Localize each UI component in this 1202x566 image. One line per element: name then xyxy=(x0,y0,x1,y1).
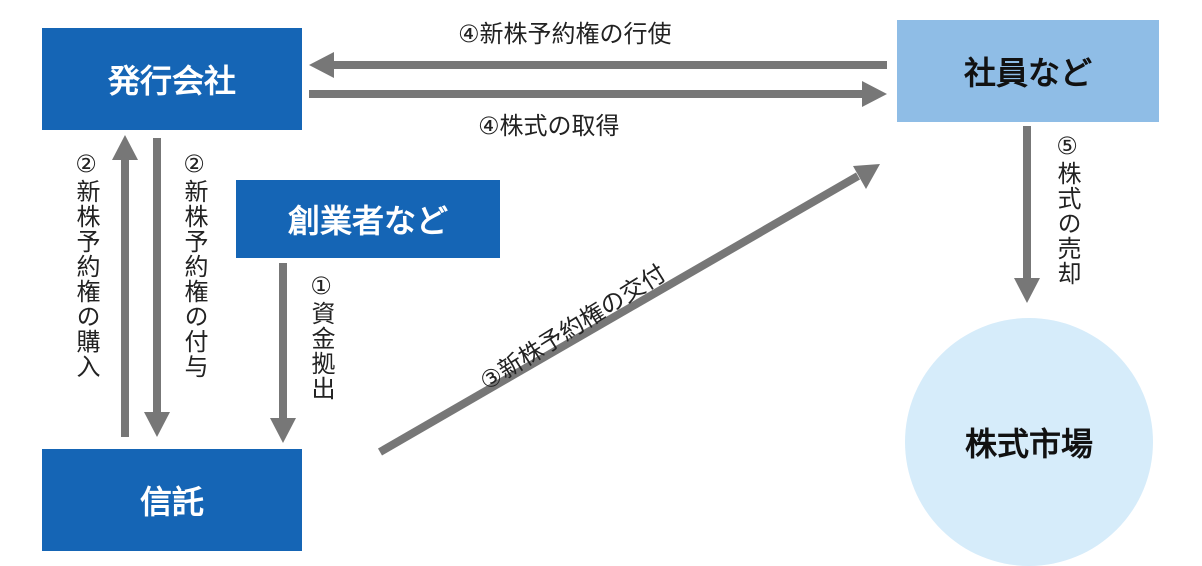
label-exercise: ④新株予約権の行使 xyxy=(458,20,672,48)
node-issuer: 発行会社 xyxy=(42,28,302,130)
arrow-purchase xyxy=(112,135,138,437)
arrow-acquire xyxy=(309,81,887,107)
arrow-exercise xyxy=(309,52,887,78)
node-founders: 創業者など xyxy=(236,180,500,258)
node-trust-label: 信託 xyxy=(139,483,204,521)
label-purchase: ②新株予約権の購入 xyxy=(72,150,100,379)
label-acquire: ④株式の取得 xyxy=(478,112,620,140)
node-employees: 社員など xyxy=(897,20,1159,122)
arrow-grant xyxy=(144,138,170,437)
arrow-fund xyxy=(270,263,296,443)
label-fund: ①資金拠出 xyxy=(307,272,335,401)
node-issuer-label: 発行会社 xyxy=(107,62,236,100)
node-market: 株式市場 xyxy=(905,318,1153,566)
node-founders-label: 創業者など xyxy=(287,202,448,240)
node-employees-label: 社員など xyxy=(963,54,1092,92)
label-grant: ②新株予約権の付与 xyxy=(180,150,208,379)
arrow-sell xyxy=(1014,126,1040,303)
label-sell: ⑤株式の売却 xyxy=(1053,132,1081,286)
arrow-deliver xyxy=(377,164,880,456)
node-trust: 信託 xyxy=(42,449,302,551)
node-market-label: 株式市場 xyxy=(964,425,1093,463)
